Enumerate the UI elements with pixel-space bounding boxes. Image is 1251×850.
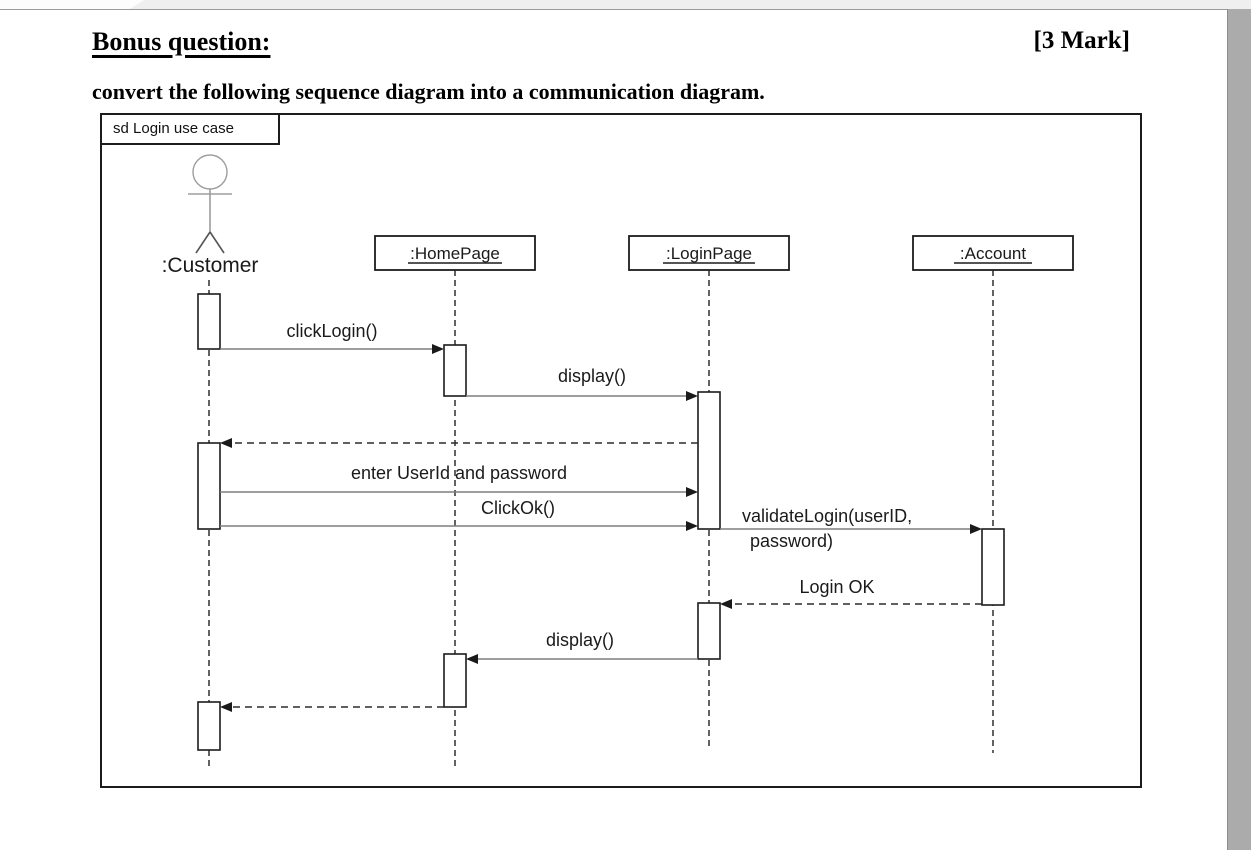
activation-bars (197, 293, 1005, 751)
actor-leg-left (195, 231, 211, 254)
page-top-edge (0, 0, 1251, 10)
message-login-ok: Login OK (720, 577, 982, 609)
message-label-line2: password) (750, 531, 833, 551)
arrowhead-icon (686, 391, 698, 401)
message-label: enter UserId and password (351, 463, 567, 483)
message-return-1 (220, 438, 698, 448)
actor-leg-right (209, 231, 225, 254)
object-name-loginpage: :LoginPage (666, 244, 752, 263)
object-box-account (912, 235, 1074, 271)
sequence-diagram-frame: sd Login use case :Customer :HomePage :L… (100, 113, 1142, 788)
message-clickok: ClickOk() (220, 498, 698, 531)
object-name-homepage: :HomePage (410, 244, 500, 263)
actor-head (192, 154, 228, 190)
arrowhead-icon (686, 487, 698, 497)
arrowhead-icon (970, 524, 982, 534)
arrowhead-icon (220, 438, 232, 448)
arrowhead-icon (720, 599, 732, 609)
activation-homepage-1 (443, 344, 467, 397)
activation-loginpage-1 (697, 391, 721, 530)
object-boxes: :HomePage :LoginPage :Account (374, 235, 1074, 271)
message-enter-credentials: enter UserId and password (220, 463, 698, 497)
page-right-edge (1227, 9, 1251, 850)
message-return-2 (220, 702, 444, 712)
activation-customer-1 (197, 293, 221, 350)
actor-name: :Customer (162, 254, 259, 277)
message-label: display() (546, 630, 614, 650)
message-display-2: display() (466, 630, 698, 664)
object-box-homepage (374, 235, 536, 271)
sequence-diagram: :Customer :HomePage :LoginPage :Account (162, 154, 1074, 770)
message-label: display() (558, 366, 626, 386)
frame-label: sd Login use case (102, 115, 280, 145)
message-label: clickLogin() (286, 321, 377, 341)
page-title: Bonus question: (92, 27, 271, 56)
activation-account-1 (981, 528, 1005, 606)
message-label-line1: validateLogin(userID, (742, 506, 912, 526)
message-clicklogin: clickLogin() (220, 321, 444, 354)
message-validatelogin: validateLogin(userID, password) (720, 506, 982, 551)
object-box-loginpage (628, 235, 790, 271)
actor-icon (188, 154, 232, 254)
object-name-account: :Account (960, 244, 1026, 263)
activation-loginpage-2 (697, 602, 721, 660)
message-label: Login OK (799, 577, 874, 597)
marks-badge: [3 Mark] (1033, 27, 1131, 54)
activation-homepage-2 (443, 653, 467, 708)
instruction-text: convert the following sequence diagram i… (92, 79, 765, 104)
message-label: ClickOk() (481, 498, 555, 518)
arrowhead-icon (466, 654, 478, 664)
arrowhead-icon (686, 521, 698, 531)
arrowhead-icon (220, 702, 232, 712)
activation-customer-3 (197, 701, 221, 751)
arrowhead-icon (432, 344, 444, 354)
message-display-1: display() (466, 366, 698, 401)
activation-customer-2 (197, 442, 221, 530)
page-top-edge-gray (130, 0, 1251, 9)
